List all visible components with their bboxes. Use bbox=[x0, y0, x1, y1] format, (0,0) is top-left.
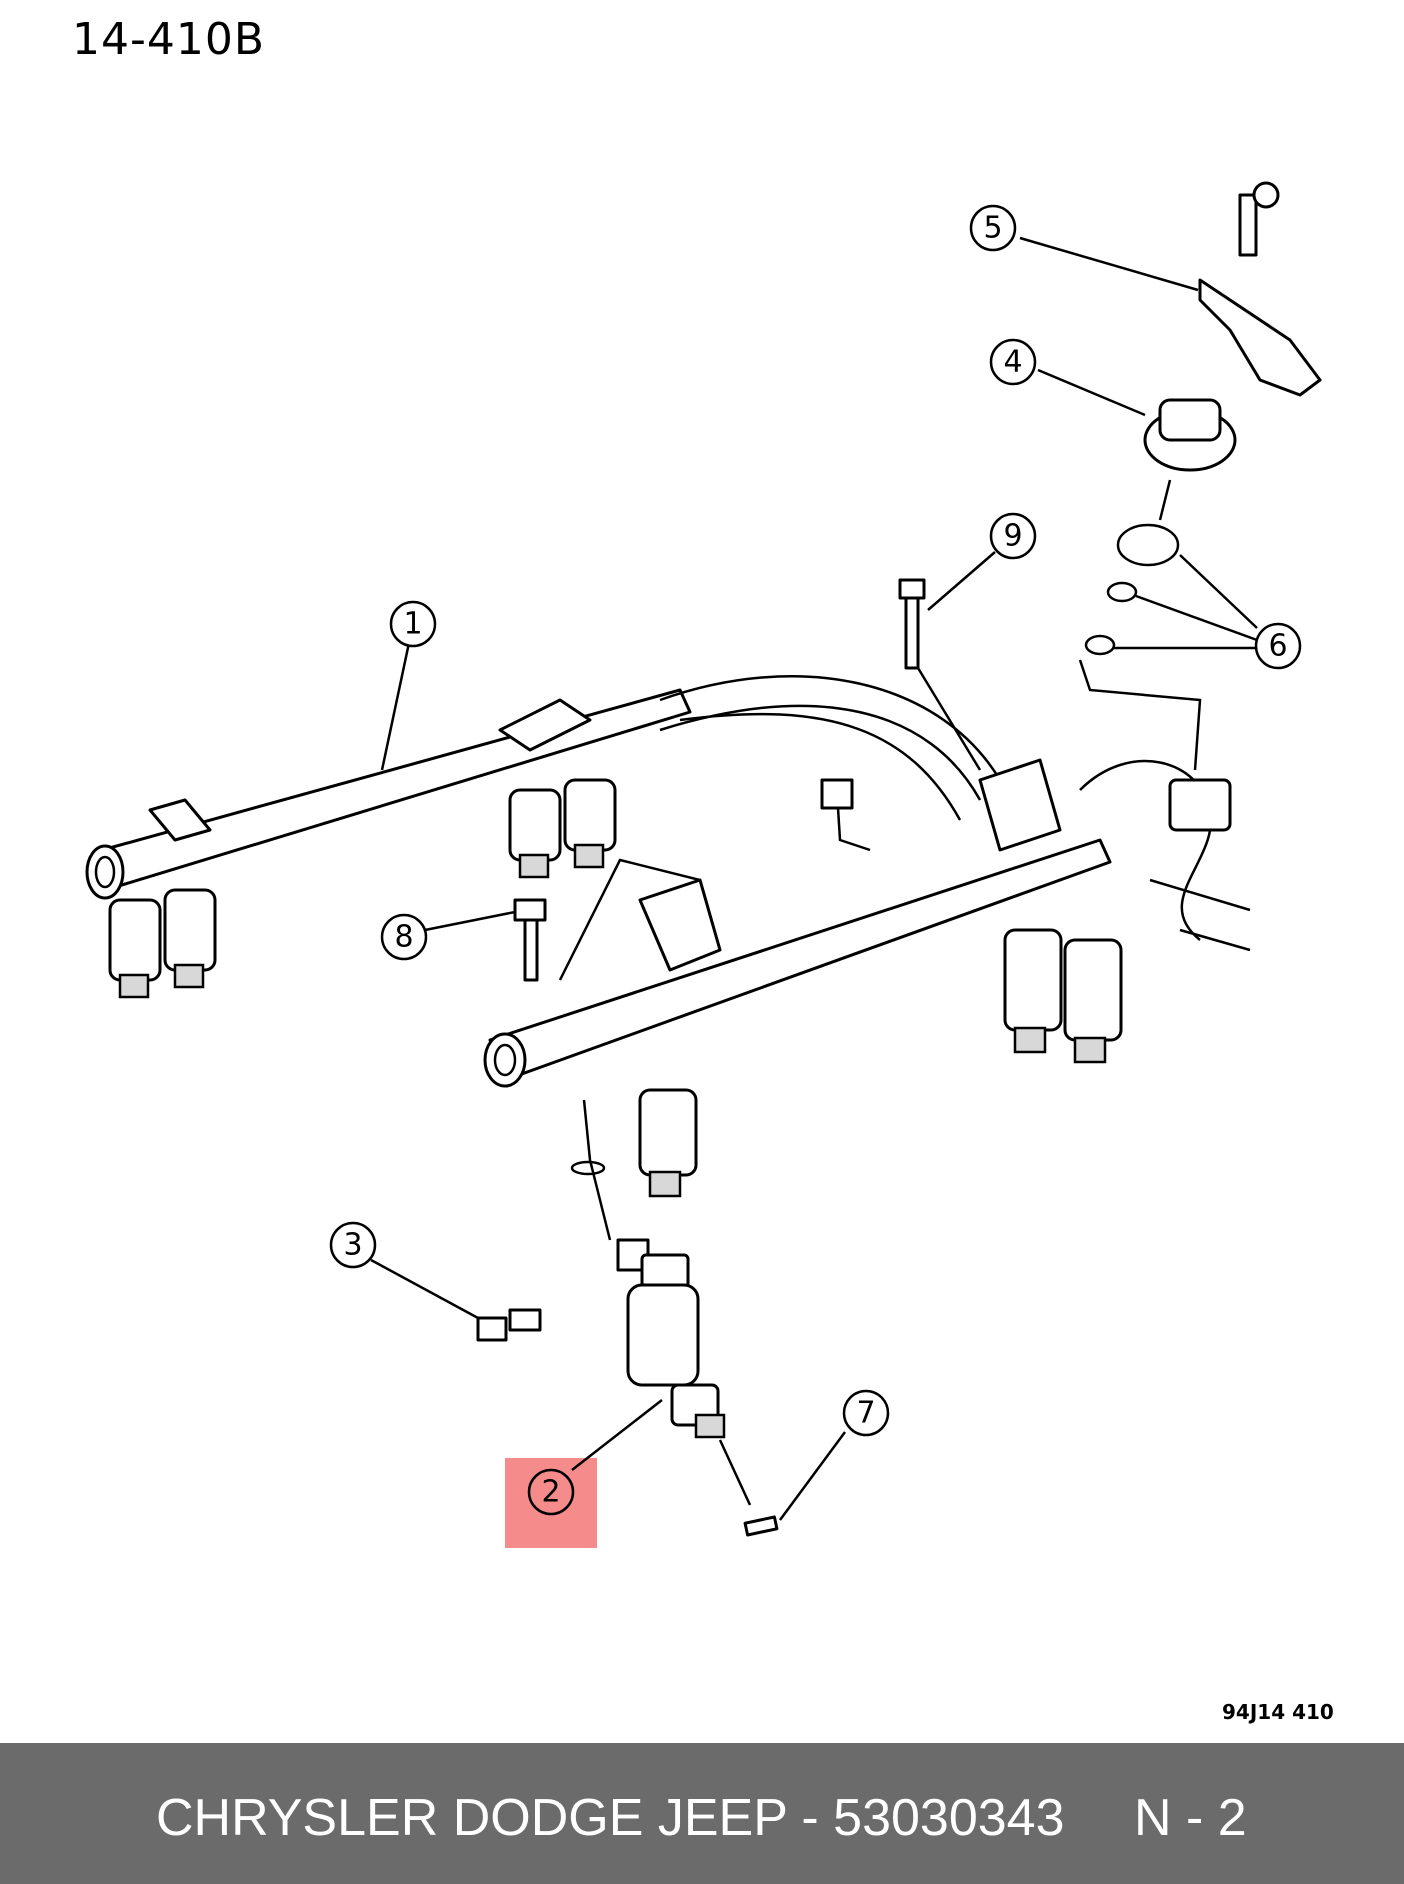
fuel-rail-exploded-diagram: 1 2 3 4 5 6 7 8 9 bbox=[85, 181, 1322, 1548]
svg-text:2: 2 bbox=[541, 1475, 560, 1510]
o-rings-part-6[interactable] bbox=[1078, 523, 1202, 771]
callout-3[interactable]: 3 bbox=[329, 1221, 377, 1269]
fuel-rail-right bbox=[483, 758, 1251, 1198]
stud-part-9[interactable] bbox=[820, 578, 982, 852]
svg-text:5: 5 bbox=[983, 211, 1002, 246]
svg-text:7: 7 bbox=[856, 1396, 875, 1431]
footer-page-indicator: N - 2 bbox=[1134, 1789, 1247, 1847]
svg-text:8: 8 bbox=[394, 920, 413, 955]
retainer-bracket-part-5[interactable] bbox=[1198, 181, 1322, 397]
page-code: 14-410B bbox=[72, 14, 266, 65]
figure-code: 94J14 410 bbox=[1222, 1700, 1334, 1724]
fuel-rail-left bbox=[85, 688, 692, 999]
footer-bar: CHRYSLER DODGE JEEP - 53030343 N - 2 bbox=[0, 1743, 1404, 1884]
bolt-part-8[interactable] bbox=[513, 898, 547, 982]
svg-text:4: 4 bbox=[1003, 345, 1022, 380]
clip-part-3[interactable] bbox=[476, 1308, 542, 1342]
callout-4[interactable]: 4 bbox=[989, 338, 1037, 386]
injector-part-2[interactable] bbox=[570, 1099, 779, 1537]
pressure-regulator-part-4[interactable] bbox=[1143, 398, 1237, 521]
callout-6[interactable]: 6 bbox=[1254, 622, 1302, 670]
footer-brand-part-number: CHRYSLER DODGE JEEP - 53030343 bbox=[156, 1789, 1065, 1847]
callout-2-highlight[interactable] bbox=[505, 1458, 597, 1548]
crossover-hose bbox=[659, 675, 1002, 781]
callout-9[interactable]: 9 bbox=[989, 512, 1037, 560]
svg-text:3: 3 bbox=[343, 1228, 362, 1263]
svg-text:9: 9 bbox=[1003, 519, 1022, 554]
svg-text:1: 1 bbox=[403, 607, 422, 642]
leader-lines bbox=[370, 236, 1258, 1521]
callout-2[interactable]: 2 bbox=[527, 1468, 575, 1516]
callout-5[interactable]: 5 bbox=[969, 204, 1017, 252]
callout-7[interactable]: 7 bbox=[842, 1389, 890, 1437]
svg-text:6: 6 bbox=[1268, 629, 1287, 664]
left-rail-injectors bbox=[108, 778, 617, 999]
right-rail-injectors bbox=[638, 928, 1123, 1198]
callout-8[interactable]: 8 bbox=[380, 913, 428, 961]
callout-1[interactable]: 1 bbox=[389, 600, 437, 648]
